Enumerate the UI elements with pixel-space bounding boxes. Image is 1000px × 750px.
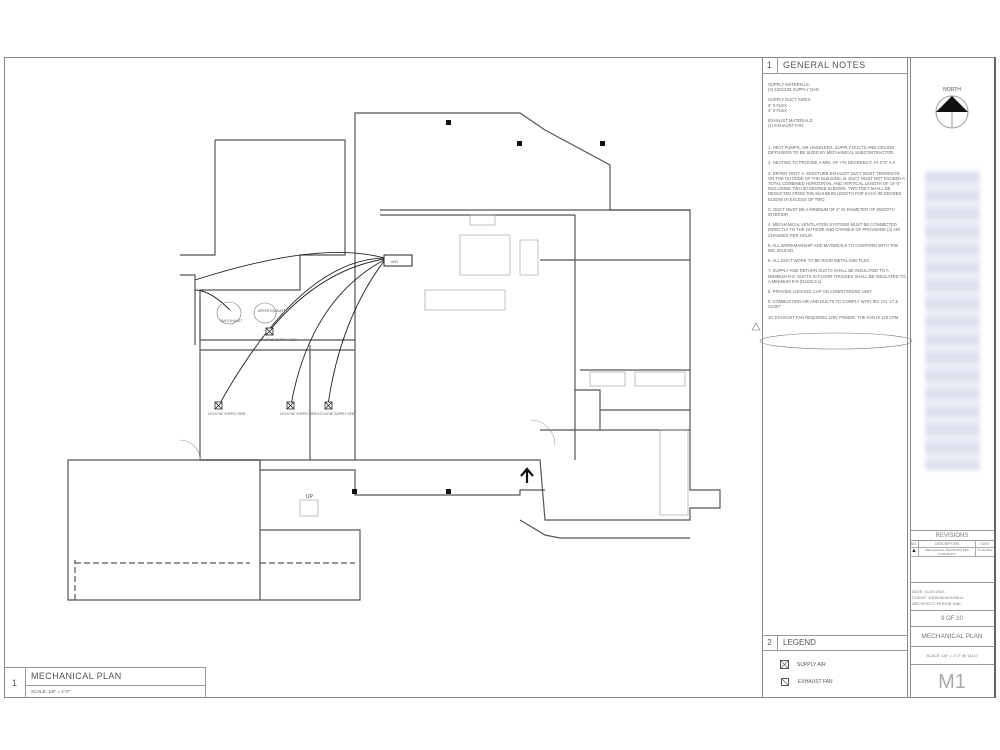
note-item: 6. ALL DUCT WORK TO BE RIGID METAL AND F… [768,258,871,264]
revision-clouds [216,301,913,350]
north-arrow: NORTH [910,57,994,142]
title-block [910,57,996,698]
svg-text:A/H: A/H [391,259,398,264]
supply-air-icon [780,660,789,669]
note-item: 10. EXHAUST FAN REQUIRES 120V POWER. THE… [768,314,899,320]
sheet-title: MECHANICAL PLAN [910,626,994,646]
exhaust-label: DRYER EXHAUST [258,309,285,313]
legend-item: SUPPLY AIR [780,660,908,669]
redacted-firm-logo [925,170,980,470]
vent-label: 10"x10"x8" SUPPLY VENT [318,412,356,416]
vent-label: 10"x10"x8" SUPPLY VENT [208,412,246,416]
note-item: 2. HEATING TO PROVIDE A MIN. OF +70 DEGR… [768,160,897,166]
flex-ducts [194,251,385,406]
note-item: 1. HEAT PUMPS, AIR HANDLERS, SUPPLY DUCT… [768,145,895,156]
exhaust-label: FAN EXHAUST [220,319,242,323]
sheet-number: M1 [910,664,994,698]
note-item: 5. ALL WORKMANSHIP AND MATERIALS TO CONF… [768,242,899,254]
note-item: 3. DRYER VENT: A. MOISTURE EXHAUST DUCT … [768,170,905,202]
note-material: EXHAUST MATERIALS: [768,118,814,124]
note-material: (4) 10x12x8 SUPPLY DAN [768,87,819,93]
note-item: 8. PROVIDE LOCKING CAP ON CONDITIONING U… [768,289,873,295]
note-item: 7. SUPPLY AND RETURN DUCTS SHALL BE INSU… [768,268,906,284]
note-item: C. DUCT MUST BE A MINIMUM OF 4" IN DIAME… [768,206,895,218]
walls [67,112,721,601]
note-material: SUPPLY DUCT SIZES: [768,97,812,103]
note-material: 4" 0 FLEX [768,107,787,113]
note-item: 4. MECHANICAL VENTILATION SYSTEMS MUST B… [768,222,901,238]
legend-item: EXHAUST FAN [781,678,908,686]
note-material: 6" 0 FLEX [768,102,787,108]
air-handler: A/H [383,254,413,267]
ceiling-lights [352,120,605,494]
note-item: 9. COMBUSTION AIR AND DUCTS TO COMPLY WI… [768,299,898,310]
notes-list: 1. HEAT PUMPS, AIR HANDLERS, SUPPLY DUCT… [768,145,906,325]
sheet-count: 9 OF 10 [910,610,994,626]
sheet-scale: SCALE: 1/8" = 1'-0" @ 11x17 [910,646,994,664]
note-material: SUPPLY MATERIALS: [768,82,810,87]
general-notes-panel [762,57,908,698]
north-arrow-icon [935,95,969,129]
revisions-title: REVISIONS [910,530,994,540]
vent-label: 10"x10"x8" SUPPLY VENT [259,338,297,342]
note-material: (1) EXHAUST FAN [768,123,804,129]
interior-details [179,214,689,517]
stair-up-label: UP [306,494,314,500]
vent-label: 10"x10"x8" SUPPLY VENT [280,412,318,416]
notes-materials: SUPPLY MATERIALS:(4) 10x12x8 SUPPLY DAN S… [768,82,906,128]
entry-arrow-icon [520,467,534,483]
revision-triangle-icon: ▲ [910,548,919,556]
exhaust-fan-icon [781,678,789,686]
plan-title-block: 1 MECHANICAL PLAN SCALE: 1/8" = 1'-0" [4,667,206,698]
supply-vents [214,327,333,410]
